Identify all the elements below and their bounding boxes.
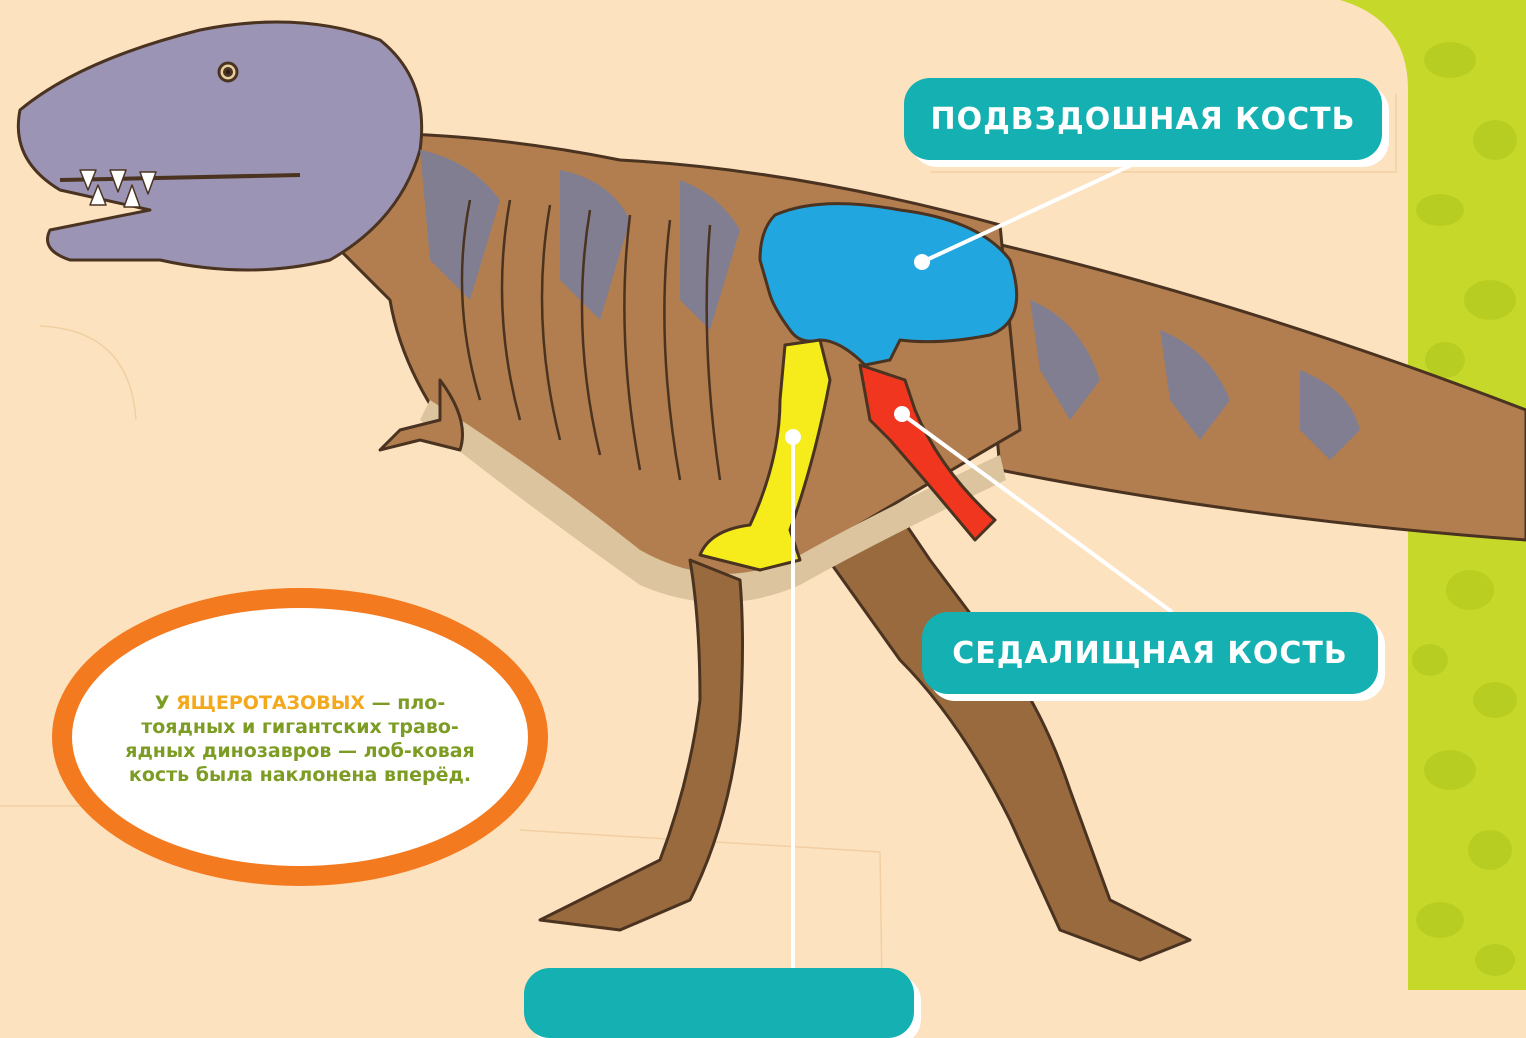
pubis-label [524, 968, 914, 1038]
info-callout: У ЯЩЕРОТАЗОВЫХ — пло-тоядных и гигантски… [52, 588, 548, 886]
info-highlight: ЯЩЕРОТАЗОВЫХ [176, 692, 365, 714]
ilium-label: ПОДВЗДОШНАЯ КОСТЬ [904, 78, 1382, 160]
info-prefix: У [155, 692, 176, 714]
dinosaur-head [18, 22, 421, 270]
dinosaur-near-leg [540, 560, 743, 930]
pubis-dot [785, 429, 801, 445]
info-text: У ЯЩЕРОТАЗОВЫХ — пло-тоядных и гигантски… [120, 691, 480, 787]
ischium-label: СЕДАЛИЩНАЯ КОСТЬ [922, 612, 1378, 694]
ilium-dot [914, 254, 930, 270]
ischium-dot [894, 406, 910, 422]
